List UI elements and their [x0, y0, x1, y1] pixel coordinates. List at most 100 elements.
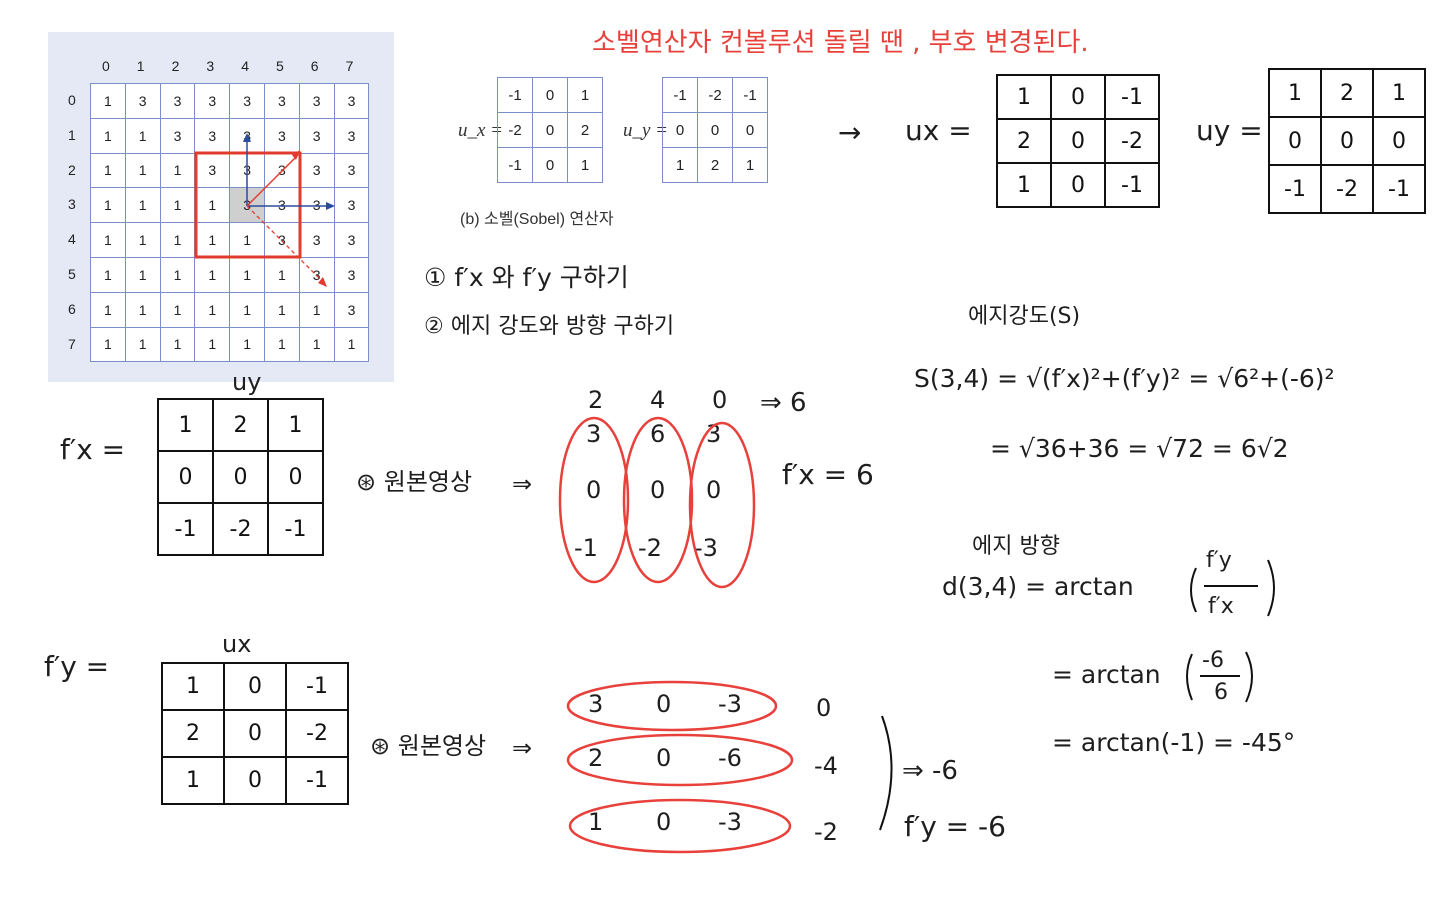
direction-line-1: d(3,4) = arctan — [942, 572, 1134, 601]
sobel-ux-cell: -2 — [497, 112, 533, 148]
flipped-uy-cell: -1 — [1268, 164, 1322, 214]
grid-cell: 3 — [298, 152, 335, 189]
grid-cell: 3 — [263, 117, 300, 154]
flipped-uy-cell: 0 — [1372, 116, 1426, 166]
grid-cell: 3 — [298, 83, 335, 119]
fy-product: 0 — [656, 690, 672, 718]
fx-product: -1 — [574, 534, 598, 562]
flipped-uy-cell: -1 — [1372, 164, 1426, 214]
fx-kernel-cell: -1 — [267, 502, 324, 556]
fx-column-sum: 4 — [650, 386, 666, 414]
fx-kernel-cell: 1 — [157, 398, 214, 452]
grid-cell: 1 — [159, 152, 196, 189]
fy-kernel-name: ux — [222, 630, 252, 658]
grid-cell: 1 — [90, 187, 126, 224]
fy-row-sum: -4 — [814, 752, 838, 780]
flipped-uy-cell: 1 — [1372, 68, 1426, 118]
grid-cell: 1 — [263, 256, 300, 293]
fy-kernel-cell: -1 — [285, 662, 349, 711]
fy-kernel-cell: 1 — [161, 756, 225, 805]
grid-cell: 3 — [194, 117, 231, 154]
row-index: 4 — [68, 231, 76, 248]
grid-cell: 1 — [159, 222, 196, 258]
flipped-ux-cell: -2 — [1104, 118, 1160, 164]
fy-row-ellipse-1 — [566, 680, 778, 732]
grid-cell: 1 — [159, 291, 196, 328]
flipped-uy-cell: 1 — [1268, 68, 1322, 118]
sobel-ux-cell: 1 — [567, 147, 603, 183]
column-index: 5 — [276, 58, 284, 74]
fx-implies: ⇒ — [512, 470, 533, 498]
flipped-uy-cell: 0 — [1268, 116, 1322, 166]
grid-cell: 3 — [333, 187, 370, 224]
fy-product: 3 — [588, 690, 604, 718]
fx-kernel-row: -1-2-1 — [157, 502, 324, 556]
direction-heading: 에지 방향 — [972, 534, 1060, 559]
grid-cell: 1 — [229, 291, 265, 328]
grid-cell: 1 — [298, 291, 335, 328]
fx-kernel-cell: 2 — [212, 398, 269, 452]
fy-product: 1 — [588, 808, 604, 836]
grid-cell: 1 — [124, 222, 161, 258]
fy-product: 0 — [656, 808, 672, 836]
fy-product: 0 — [656, 744, 672, 772]
strength-heading: 에지강도(S) — [968, 304, 1081, 329]
grid-cell: 3 — [159, 117, 196, 154]
grid-cell: 1 — [194, 326, 231, 363]
flipped-ux-cell: -1 — [1104, 162, 1160, 208]
flipped-uy-row: -1-2-1 — [1268, 164, 1426, 214]
paren-right-1 — [1267, 559, 1275, 617]
fx-product: 3 — [586, 420, 602, 448]
grid-cell: 1 — [159, 256, 196, 293]
fx-sum-result: ⇒ 6 — [760, 388, 807, 418]
gradient-arrow — [246, 154, 299, 207]
grid-cell: 1 — [263, 326, 300, 363]
grid-row: 11333333 — [90, 117, 370, 154]
fy-kernel-cell: -1 — [285, 756, 349, 805]
fx-column-ellipse-1 — [558, 416, 630, 584]
fy-sum-result: ⇒ -6 — [902, 756, 958, 786]
fy-row-ellipse-2 — [566, 733, 794, 787]
grid-cell: 3 — [229, 83, 265, 119]
row-index: 0 — [68, 92, 76, 108]
flipped-ux-cell: 0 — [1050, 162, 1106, 208]
grid-cell: 1 — [194, 256, 231, 293]
grid-cell: 1 — [229, 256, 265, 293]
highlight-box — [194, 151, 302, 259]
grid-cell: 1 — [124, 256, 161, 293]
grid-cell: 3 — [263, 83, 300, 119]
fx-kernel-cell: -1 — [157, 502, 214, 556]
fy-row-sum: -2 — [814, 818, 838, 846]
fx-operator: ⊛ 원본영상 — [356, 468, 473, 496]
row-index: 2 — [68, 161, 76, 178]
direction-line-2: = arctan — [1052, 660, 1161, 689]
fx-kernel-cell: 1 — [267, 398, 324, 452]
fx-column-sum: 0 — [712, 386, 728, 414]
sobel-ux-cell: 2 — [567, 112, 603, 148]
row-index: 3 — [68, 196, 76, 213]
grid-cell: 1 — [90, 291, 126, 328]
fy-kernel-cell: 0 — [223, 662, 287, 711]
fy-operator: ⊛ 원본영상 — [370, 732, 487, 760]
fy-product: -6 — [718, 744, 742, 772]
strength-line-1: S(3,4) = √(f′x)²+(f′y)² = √6²+(-6)² — [914, 364, 1335, 393]
grid-cell: 3 — [333, 222, 370, 258]
fy-product: -3 — [718, 808, 742, 836]
edge-direction-arrow — [246, 205, 325, 284]
grid-cell: 1 — [229, 222, 265, 258]
fx-product: 6 — [650, 420, 666, 448]
sobel-ux-cell: -1 — [497, 77, 533, 113]
fy-kernel-cell: 2 — [161, 709, 225, 758]
fy-row-sum: 0 — [816, 694, 832, 722]
